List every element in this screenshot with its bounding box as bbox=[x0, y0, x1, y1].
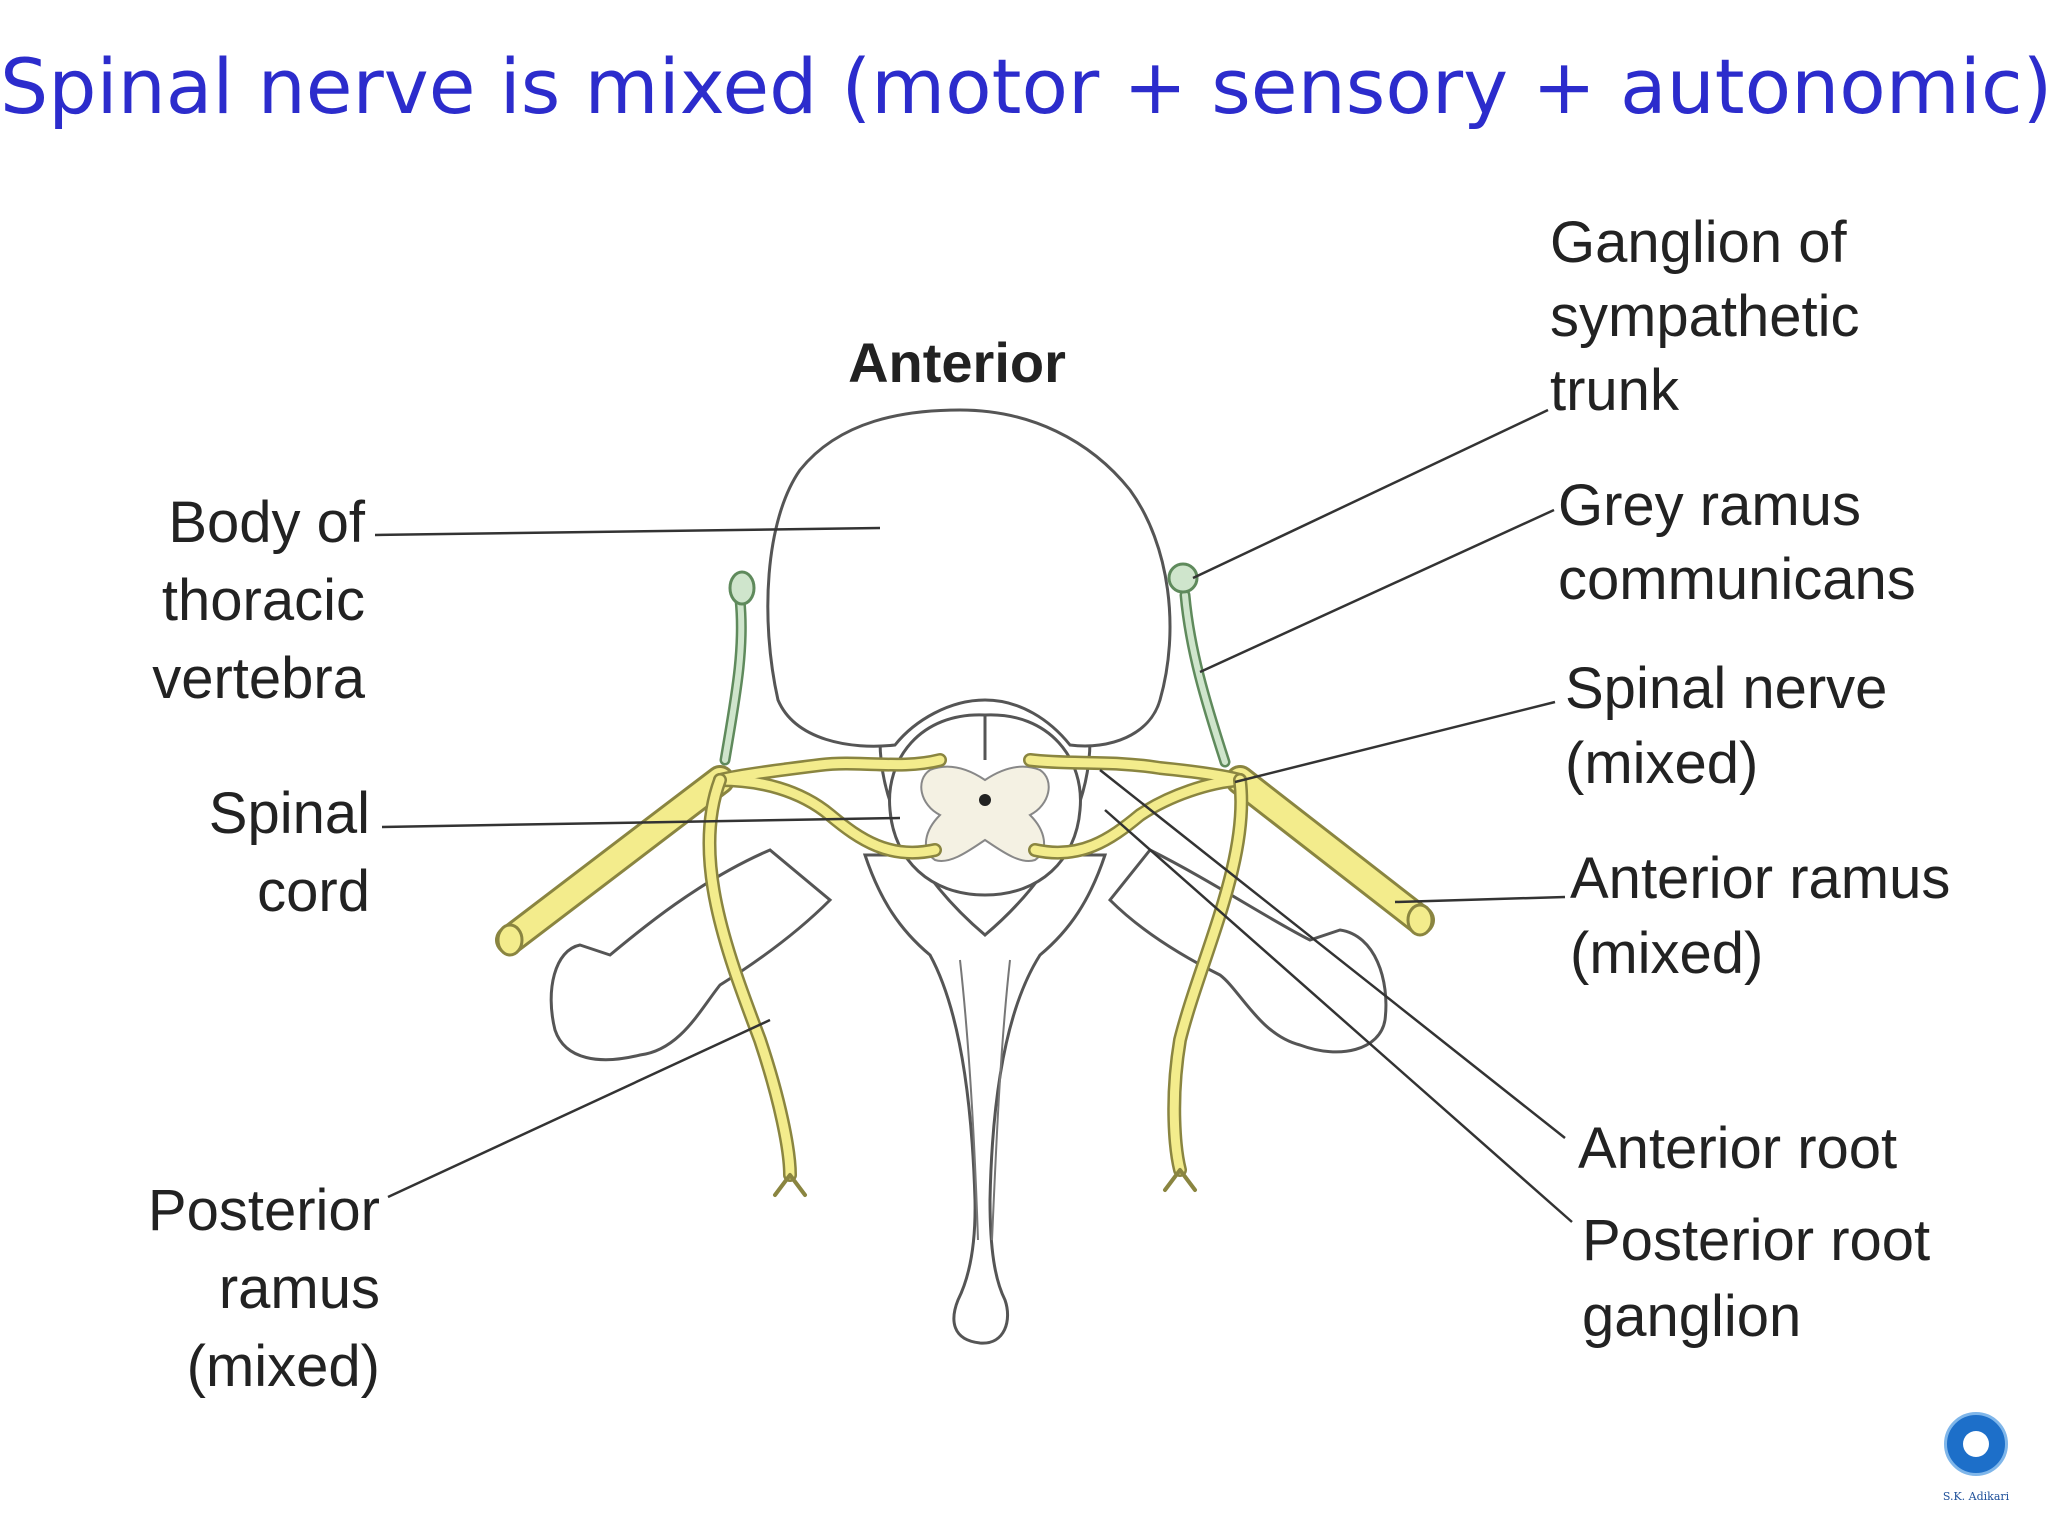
spinal-cord-grey-matter bbox=[920, 765, 1050, 862]
svg-text:thoracic: thoracic bbox=[162, 568, 365, 633]
central-canal bbox=[979, 794, 991, 806]
svg-text:Body of: Body of bbox=[168, 490, 366, 555]
left-sympathetic-ganglion bbox=[728, 570, 756, 606]
label-body-of-thoracic-vertebra: Body of thoracic vertebra bbox=[152, 490, 366, 711]
logo-caption: S.K. Adikari bbox=[1942, 1490, 2010, 1503]
label-spinal-nerve: Spinal nerve (mixed) bbox=[1565, 656, 1887, 796]
svg-text:Spinal nerve: Spinal nerve bbox=[1565, 656, 1887, 721]
nerves bbox=[495, 589, 1435, 1197]
svg-text:communicans: communicans bbox=[1558, 547, 1916, 612]
institution-logo: S.K. Adikari bbox=[1936, 1412, 2016, 1522]
leader-posterior-ramus bbox=[387, 1018, 771, 1199]
svg-text:cord: cord bbox=[257, 859, 370, 924]
label-anterior-root: Anterior root bbox=[1578, 1116, 1897, 1181]
svg-text:(mixed): (mixed) bbox=[1570, 921, 1763, 986]
svg-text:sympathetic: sympathetic bbox=[1550, 284, 1859, 349]
svg-text:Ganglion of: Ganglion of bbox=[1550, 210, 1848, 275]
label-posterior-root-ganglion: Posterior root ganglion bbox=[1582, 1208, 1930, 1349]
label-anterior: Anterior bbox=[848, 331, 1066, 394]
svg-text:vertebra: vertebra bbox=[152, 646, 366, 711]
left-anterior-ramus-end bbox=[496, 923, 524, 957]
right-sympathetic-ganglion bbox=[1167, 562, 1199, 594]
leader-posterior-root bbox=[1104, 809, 1573, 1223]
leader-anterior-root bbox=[1099, 769, 1566, 1139]
svg-text:ganglion: ganglion bbox=[1582, 1284, 1801, 1349]
svg-text:Anterior ramus: Anterior ramus bbox=[1570, 846, 1950, 911]
label-ganglion-of-sympathetic-trunk: Ganglion of sympathetic trunk bbox=[1550, 210, 1859, 423]
label-spinal-cord: Spinal cord bbox=[209, 781, 370, 924]
leader-body bbox=[374, 526, 881, 537]
svg-text:(mixed): (mixed) bbox=[187, 1334, 380, 1399]
label-posterior-ramus: Posterior ramus (mixed) bbox=[148, 1178, 380, 1399]
leader-ganglion bbox=[1192, 408, 1549, 580]
logo-emblem-icon bbox=[1944, 1412, 2008, 1476]
svg-text:Anterior root: Anterior root bbox=[1578, 1116, 1897, 1181]
svg-text:Spinal: Spinal bbox=[209, 781, 370, 846]
spinous-process bbox=[862, 853, 1108, 1345]
leader-lines bbox=[374, 408, 1573, 1223]
leader-grey-ramus bbox=[1199, 508, 1555, 674]
svg-text:ramus: ramus bbox=[219, 1256, 380, 1321]
vertebral-body bbox=[766, 408, 1172, 748]
svg-text:trunk: trunk bbox=[1550, 358, 1680, 423]
right-anterior-ramus-end bbox=[1406, 903, 1434, 937]
leader-anterior-ramus bbox=[1394, 895, 1566, 904]
label-grey-ramus-communicans: Grey ramus communicans bbox=[1558, 473, 1916, 612]
label-anterior-ramus: Anterior ramus (mixed) bbox=[1570, 846, 1950, 986]
svg-text:Posterior root: Posterior root bbox=[1582, 1208, 1930, 1273]
svg-text:(mixed): (mixed) bbox=[1565, 731, 1758, 796]
svg-text:Grey ramus: Grey ramus bbox=[1558, 473, 1861, 538]
leader-spinal-nerve bbox=[1234, 700, 1556, 784]
spinous-midline bbox=[959, 959, 1011, 1241]
leader-cord bbox=[381, 816, 901, 829]
slide-title: Spinal nerve is mixed (motor + sensory +… bbox=[0, 42, 2048, 131]
spinal-cord bbox=[888, 713, 1082, 897]
svg-text:Posterior: Posterior bbox=[148, 1178, 380, 1243]
